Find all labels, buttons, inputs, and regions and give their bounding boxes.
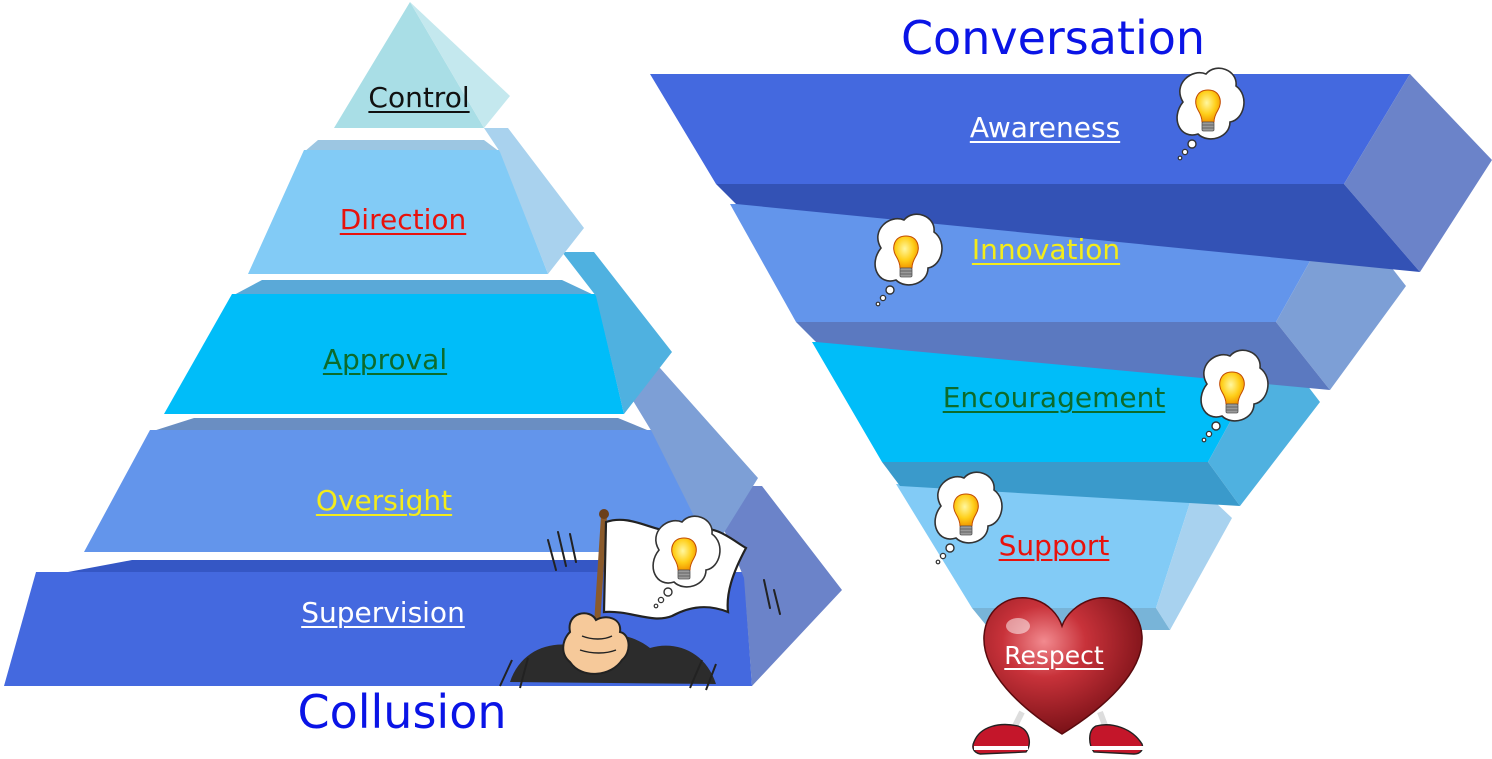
pyramid-tier-oversight — [84, 368, 758, 552]
pyramid-label-oversight: Oversight — [315, 484, 453, 517]
pyramid-label-approval: Approval — [322, 343, 448, 376]
funnel-title: Conversation — [900, 11, 1206, 65]
funnel-label-innovation: Innovation — [971, 233, 1121, 266]
pyramid-label-direction: Direction — [339, 203, 467, 236]
heart-label-respect: Respect — [1004, 641, 1104, 670]
pyramid-tier-control — [334, 2, 510, 128]
pyramid-tier-approval — [164, 252, 672, 414]
sneakers-icon — [972, 710, 1144, 755]
funnel-tier-awareness — [650, 74, 1492, 272]
pyramid-label-control: Control — [368, 81, 470, 114]
pyramid-tier-direction — [248, 128, 584, 274]
funnel-label-encouragement: Encouragement — [942, 381, 1166, 414]
funnel-label-support: Support — [998, 529, 1110, 562]
heart-icon — [983, 597, 1143, 735]
pyramid-caption: Collusion — [297, 685, 507, 739]
funnel-label-awareness: Awareness — [969, 111, 1121, 144]
pyramid-label-supervision: Supervision — [301, 596, 465, 629]
